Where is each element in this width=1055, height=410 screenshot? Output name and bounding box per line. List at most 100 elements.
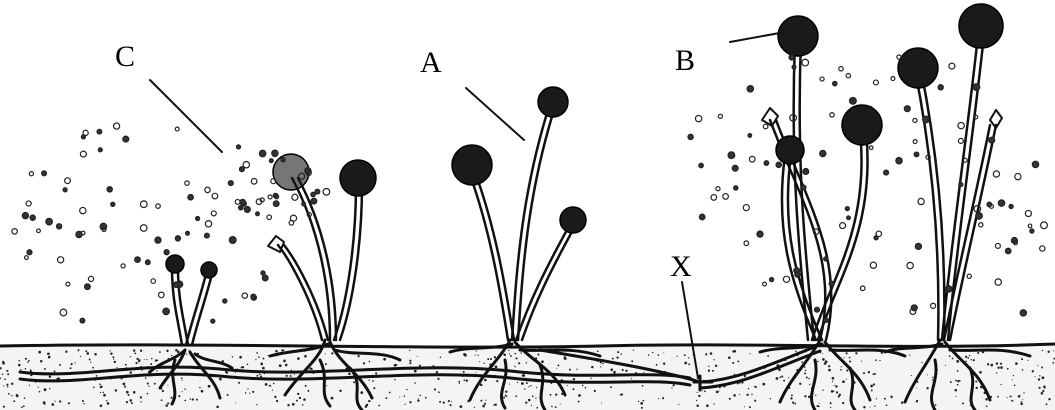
spore [223,299,227,303]
speckle [969,355,970,356]
speckle [6,370,8,372]
speckle [484,363,485,364]
spore [884,170,889,175]
speckle [40,360,43,363]
spore [995,243,1000,248]
spore [262,275,268,281]
spore [212,193,218,199]
speckle [576,369,577,370]
spore [256,212,260,216]
spore [699,163,704,168]
speckle [1039,375,1040,376]
speckle [18,364,21,367]
spore [824,318,828,322]
spore [688,134,693,139]
speckle [107,402,110,405]
speckle [696,400,697,401]
speckle [92,367,94,369]
speckle [518,362,520,364]
speckle [597,350,599,352]
speckle [458,381,460,383]
speckle [112,356,114,358]
speckle [123,383,126,386]
speckle [955,389,958,392]
spore [974,115,978,119]
spore [121,264,125,268]
speckle [418,398,419,399]
spore [186,231,190,235]
spore [931,303,936,308]
speckle [394,379,395,380]
speckle [612,358,614,360]
speckle [463,379,465,381]
sporangium [340,160,376,196]
speckle [94,353,97,356]
spore [958,138,963,143]
speckle [450,404,452,406]
speckle [65,351,67,353]
spore [732,165,738,171]
speckle [610,386,612,388]
spore [973,84,980,91]
speckle [799,383,801,385]
speckle [113,359,114,360]
speckle [196,399,198,401]
spore [163,308,169,314]
speckle [962,403,964,405]
speckle [18,360,20,362]
spore [240,199,245,204]
speckle [1018,395,1021,398]
spore [242,293,247,298]
spore [204,233,209,238]
spore [281,158,285,162]
speckle [161,399,163,401]
speckle [822,390,823,391]
sporangium [201,262,217,278]
speckle [13,400,15,402]
speckle [114,361,116,363]
speckle [325,353,326,354]
speckle [620,353,622,355]
spore [175,127,179,131]
speckle [479,361,480,362]
speckle [369,380,370,381]
speckle [582,385,584,387]
speckle [417,356,418,357]
spore [820,77,824,81]
spore [802,59,809,66]
speckle [926,387,928,389]
speckle [1007,397,1008,398]
speckle [578,394,581,397]
spore [998,200,1004,206]
label-b: B [675,44,695,77]
speckle [496,380,498,382]
speckle [957,380,960,383]
speckle [556,368,557,369]
speckle [779,376,781,378]
spore [97,129,102,134]
speckle [48,356,51,359]
speckle [476,350,477,351]
speckle [466,379,468,381]
speckle [131,402,133,404]
spore [963,158,967,162]
speckle [528,399,531,402]
speckle [484,403,486,405]
speckle [25,368,27,370]
speckle [591,366,593,368]
spore [874,236,878,240]
speckle [448,400,450,402]
spore [205,187,210,192]
speckle [54,370,56,372]
speckle [100,405,103,408]
speckle [219,378,222,381]
speckle [1039,387,1041,389]
speckle [744,406,745,407]
speckle [965,356,967,358]
speckle [145,377,147,379]
speckle [103,392,105,394]
speckle [503,397,505,399]
speckle [1021,358,1023,360]
speckle [551,383,552,384]
speckle [110,352,112,354]
